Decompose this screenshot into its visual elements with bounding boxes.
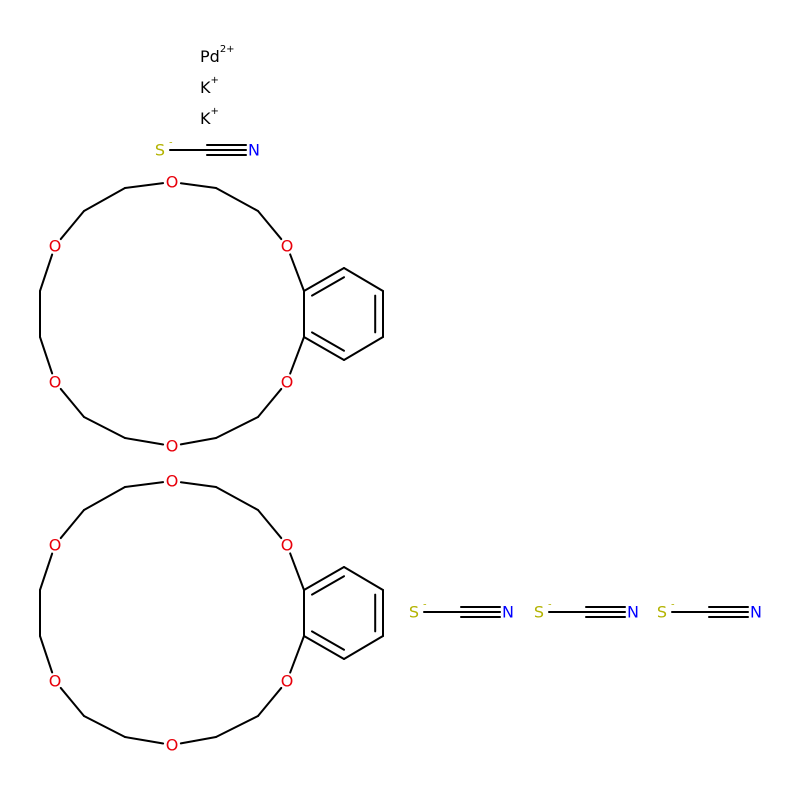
ion-k-2: K+ (200, 106, 219, 128)
crown-0-b16-c (257, 210, 274, 230)
crown-0-b10-c (124, 437, 150, 443)
crown-1-b7-o (46, 657, 54, 674)
crown-0-b7-o (46, 358, 54, 375)
bonds-layer (39, 144, 749, 745)
scn-3-nitrogen: N (750, 603, 762, 622)
crown-0-b17-c (294, 267, 305, 292)
crown-0-b17-o (289, 253, 297, 270)
scn-1-nitrogen: N (502, 603, 514, 622)
crown-1-b2-o (179, 481, 195, 485)
crown-0-ring-1 (343, 267, 384, 292)
crown-0-b1-c (124, 184, 150, 189)
crown-0-oxygen-bot: O (166, 437, 179, 456)
crown-0-oxygen-upL: O (49, 237, 62, 256)
crown-0-b1-o (147, 182, 165, 186)
crown-0-b14-c (294, 336, 305, 361)
crown-1-ring-3 (343, 635, 384, 660)
crown-1-b17-c (294, 566, 305, 591)
crown-1-ring-double-2 (311, 630, 345, 651)
crown-1-oxygen-top: O (166, 472, 179, 491)
crown-0-ring-4 (303, 336, 345, 361)
crown-0-ring-double-2 (311, 331, 345, 352)
crown-1-oxygen-upR: O (281, 536, 294, 555)
crown-0-b14-o (289, 358, 297, 375)
crown-1-b1-c (124, 483, 150, 488)
crown-0-b8-c (68, 398, 85, 418)
crown-1-b11-o (179, 740, 195, 745)
crown-0-b11-o (179, 441, 195, 446)
crown-0-b15 (215, 187, 259, 212)
crown-0-ring-3 (343, 336, 384, 361)
crown-1-b5-o (46, 552, 54, 569)
crown-1-b16-o (271, 526, 283, 540)
crown-0-oxygen-loR: O (281, 373, 294, 392)
crown-1-b1-o (147, 481, 165, 485)
crown-1-b4-o (59, 526, 71, 540)
crown-1-b16-c (257, 509, 274, 529)
crown-0-b4-c (68, 210, 85, 230)
scn-3-sulfur: S (657, 603, 667, 622)
scn-2-sulfur: S (534, 603, 544, 622)
crown-0-oxygen-upR: O (281, 237, 294, 256)
crown-1-b8-o (59, 686, 71, 700)
scn-0-nitrogen: N (248, 141, 260, 160)
crown-1-oxygen-loR: O (281, 672, 294, 691)
crown-1-b13-o (271, 686, 283, 700)
crown-0-b12 (215, 416, 259, 439)
crown-0-b13-o (271, 387, 283, 401)
crown-1-b2-c (193, 483, 217, 488)
crown-0-b11-c (193, 437, 217, 443)
scn-1-sulfur: S (409, 603, 419, 622)
crown-1-b11-c (193, 736, 217, 742)
crown-1-b7-c (39, 635, 49, 660)
crown-1-ring-double-0 (311, 575, 345, 596)
scn-0-sulfur-charge: - (169, 138, 173, 149)
crown-1-b8-c (68, 697, 85, 717)
scn-0-sulfur: S (155, 141, 165, 160)
crown-0-b8-o (59, 387, 71, 401)
crown-0-b4-o (59, 227, 71, 241)
crown-0-ring-0 (303, 267, 345, 292)
crown-1-b10-c (124, 736, 150, 742)
crown-1-b13-c (257, 697, 274, 717)
ion-k-1: K+ (200, 75, 219, 97)
scn-2-sulfur-charge: - (548, 600, 552, 611)
crown-0-oxygen-top: O (166, 173, 179, 192)
crown-1-b3 (83, 486, 126, 511)
crown-0-b10-o (147, 441, 165, 446)
crown-1-ring-0 (303, 566, 345, 591)
crown-0-b7-c (39, 336, 49, 361)
crown-1-b15 (215, 486, 259, 511)
scn-1-sulfur-charge: - (423, 600, 427, 611)
crown-0-b2-o (179, 182, 195, 186)
crown-1-b17-o (289, 552, 297, 569)
crown-0-ring-double-0 (311, 276, 345, 297)
crown-1-ring-4 (303, 635, 345, 660)
crown-1-oxygen-bot: O (166, 736, 179, 755)
crown-0-b2-c (193, 184, 217, 189)
crown-1-b14-o (289, 657, 297, 674)
crown-1-b14-c (294, 635, 305, 660)
crown-0-oxygen-loL: O (49, 373, 62, 392)
crown-1-b9 (83, 715, 126, 738)
crown-0-b3 (83, 187, 126, 212)
ion-pd-0: Pd2+ (200, 44, 235, 66)
crown-1-ring-1 (343, 566, 384, 591)
crown-1-oxygen-upL: O (49, 536, 62, 555)
crown-1-oxygen-loL: O (49, 672, 62, 691)
crown-0-b5-o (46, 253, 54, 270)
crown-1-b10-o (147, 740, 165, 745)
crown-0-b13-c (257, 398, 274, 418)
crown-1-b5-c (39, 566, 49, 591)
scn-2-nitrogen: N (627, 603, 639, 622)
scn-3-sulfur-charge: - (671, 600, 675, 611)
crown-1-b4-c (68, 509, 85, 529)
crown-0-b16-o (271, 227, 283, 241)
crown-1-b12 (215, 715, 259, 738)
crown-0-b5-c (39, 267, 49, 292)
crown-0-b9 (83, 416, 126, 439)
